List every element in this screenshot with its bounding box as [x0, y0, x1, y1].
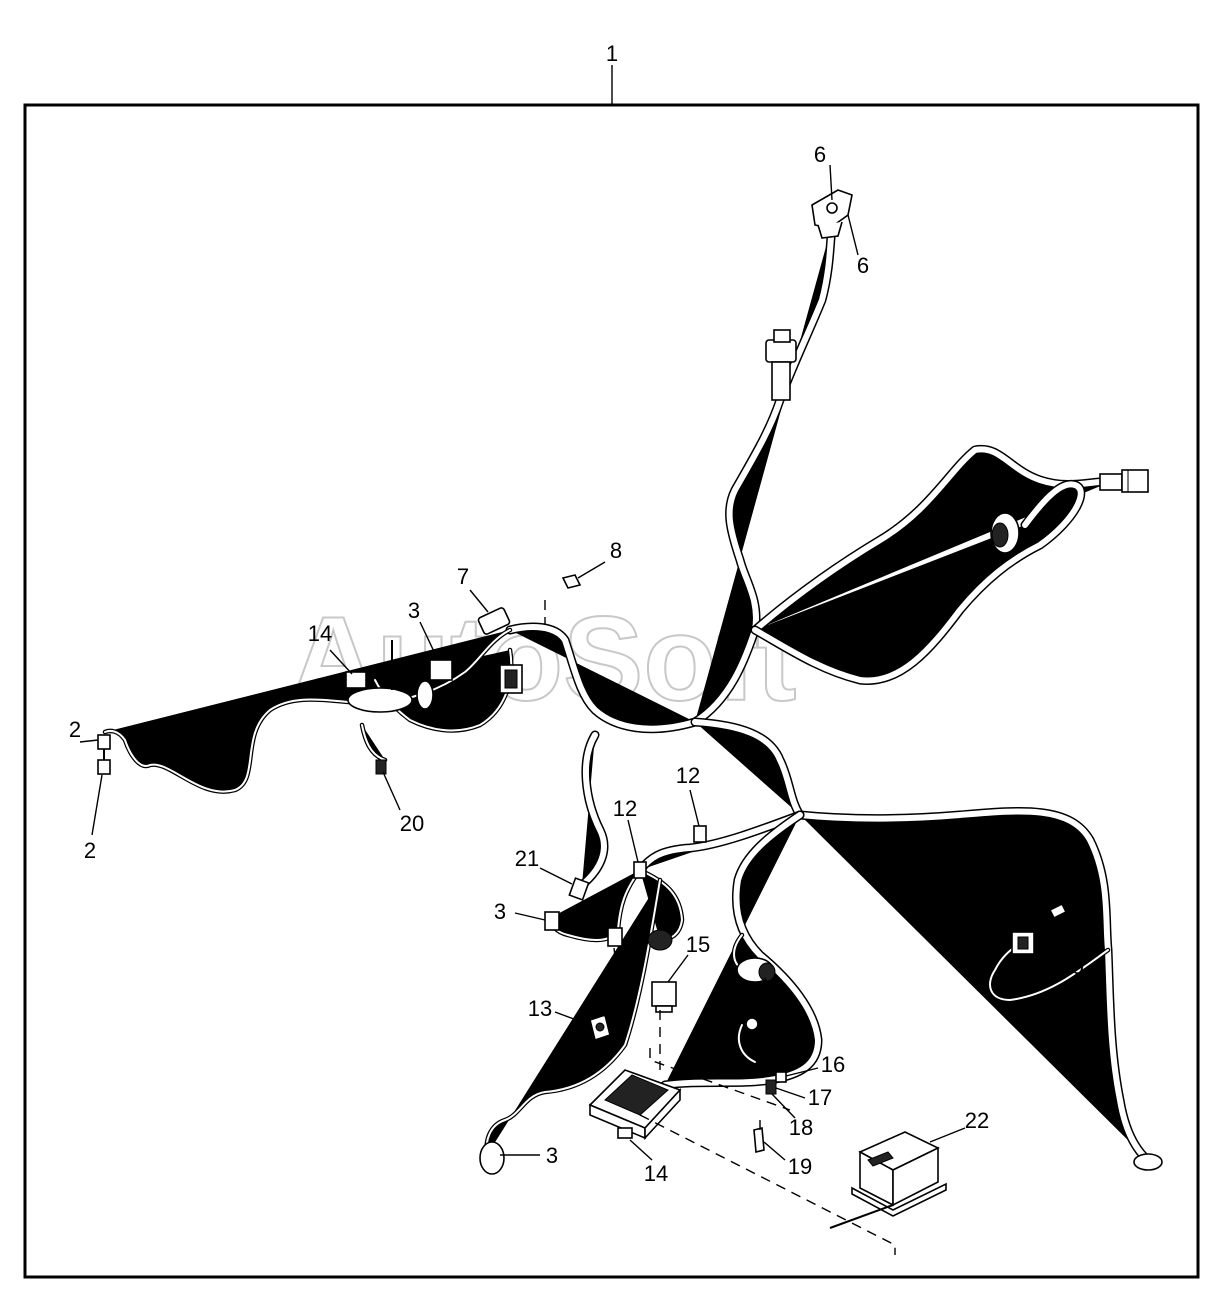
callout-6-upper: 6	[814, 142, 826, 167]
screw-11	[1048, 902, 1068, 920]
connector-junction	[499, 664, 523, 694]
clip-12-upper	[693, 825, 707, 843]
bracket-4-9	[999, 931, 1035, 955]
connector-3-center	[607, 927, 623, 947]
harness-end-connector	[1133, 1153, 1163, 1171]
callout-17: 17	[808, 1085, 832, 1110]
part-17-18	[765, 1079, 777, 1095]
callout-12-upper: 12	[676, 763, 700, 788]
callout-5: 5	[956, 472, 968, 497]
connector-2	[97, 734, 111, 775]
connector-7	[477, 607, 511, 635]
connector-upper	[765, 329, 797, 401]
control-module-14	[588, 1069, 682, 1141]
callout-numbers: 2 2 20 14 3 7 8 6 6 5 12 12 21 3 3 15 13…	[69, 142, 1084, 1186]
sensor-6	[811, 189, 853, 239]
connector-3-left	[544, 911, 560, 931]
callout-3-left: 3	[494, 899, 506, 924]
callout-3-bottom: 3	[546, 1143, 558, 1168]
callout-19: 19	[788, 1154, 812, 1179]
clip-12-lower	[633, 861, 647, 879]
callout-22: 22	[965, 1108, 989, 1133]
callout-13: 13	[528, 996, 552, 1021]
clip-8	[561, 574, 582, 589]
callout-12-lower: 12	[613, 796, 637, 821]
connector-3-bottom	[479, 1141, 505, 1175]
connector-10	[736, 957, 776, 983]
part-16	[775, 1071, 787, 1083]
callout-2-lower: 2	[84, 838, 96, 863]
callout-14-upper: 14	[308, 621, 332, 646]
callout-18: 18	[789, 1115, 813, 1140]
round-connector	[647, 929, 673, 951]
connector-right	[1099, 469, 1149, 493]
relay-15	[651, 981, 677, 1013]
connector-21	[568, 877, 590, 901]
callout-9: 9	[1072, 954, 1084, 979]
left-connector-cluster	[345, 640, 453, 775]
callout-4: 4	[962, 898, 974, 923]
callout-7: 7	[457, 564, 469, 589]
callout-3-center: 3	[614, 979, 626, 1004]
grommet-5	[990, 512, 1020, 554]
callout-1: 1	[606, 41, 618, 66]
clip-13	[589, 1013, 611, 1042]
callout-16: 16	[821, 1052, 845, 1077]
fuse-19	[753, 1126, 765, 1154]
callout-10: 10	[770, 1010, 794, 1035]
callout-8: 8	[610, 538, 622, 563]
callout-11: 11	[997, 873, 1020, 898]
callout-2-upper: 2	[69, 717, 81, 742]
callout-3-upper: 3	[408, 598, 420, 623]
callout-6-lower: 6	[857, 253, 869, 278]
callout-21: 21	[515, 846, 539, 871]
callout-15: 15	[686, 932, 710, 957]
module-22	[829, 1131, 947, 1229]
callout-14-lower: 14	[644, 1161, 668, 1186]
callout-20: 20	[400, 811, 424, 836]
ring-terminal	[745, 1017, 759, 1031]
dashed-assembly-lines	[544, 600, 896, 1255]
leader-lines	[79, 164, 1065, 1161]
